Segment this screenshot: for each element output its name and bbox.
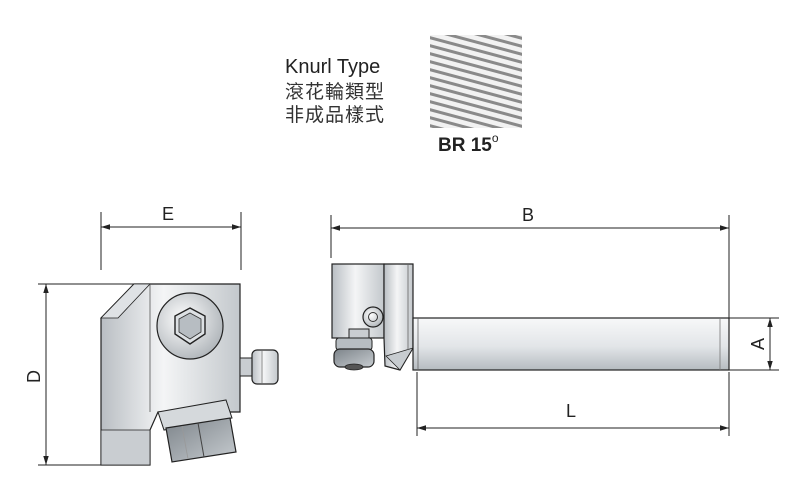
knurl-title: Knurl Type [285,56,380,78]
knurl-stripe [430,100,522,128]
side-view: B A L [330,205,779,436]
knurl-stripe [430,36,522,64]
knurl-pattern-label: BR 15o [438,131,499,156]
knurl-stripe [420,219,532,249]
knurl-stripe [473,35,522,48]
knurl-stripe [430,44,522,72]
knurl-stripe [430,68,522,96]
knurl-stripe [420,227,532,257]
side-bolt-icon [362,306,384,328]
dimension-e-label: E [162,204,174,224]
knurl-stripe [430,60,522,88]
knurl-stripe [420,171,532,201]
knurl-stripe [503,35,522,40]
adjust-knob-icon [251,349,279,385]
knurl-stripe [420,179,532,209]
knurl-stripe [430,84,522,112]
knurl-stripe [420,187,532,217]
tool-shank [412,317,730,371]
dimension-b-label: B [522,205,534,225]
knurl-type-cn: 滾花輪類型 [285,81,385,103]
front-view: E D [24,204,279,466]
knurl-stripe [420,195,532,225]
knurl-stripe [430,116,475,128]
knurl-pattern-swatch [420,0,532,257]
knurl-stripe [420,0,532,1]
knurl-stripe [430,76,522,104]
dimension-d-label: D [24,370,44,383]
knurl-stripe [420,211,532,241]
knurl-stripe [430,92,522,120]
knurl-stripe [430,108,505,128]
dimension-a-label: A [748,338,768,350]
knurl-stripe [420,0,532,25]
knurl-sample-cn: 非成品樣式 [285,104,385,126]
dimension-l-label: L [566,401,576,421]
knurl-stripe [420,3,532,33]
knurl-stripe [420,163,532,193]
knurl-stripe [444,35,522,56]
knurl-stripe [420,0,532,9]
knurl-stripe [430,52,522,80]
knurl-stripe [420,0,532,17]
knurl-legend: Knurl Type 滾花輪類型 非成品樣式 BR 15o [285,0,532,257]
knurl-stripe [420,155,532,185]
